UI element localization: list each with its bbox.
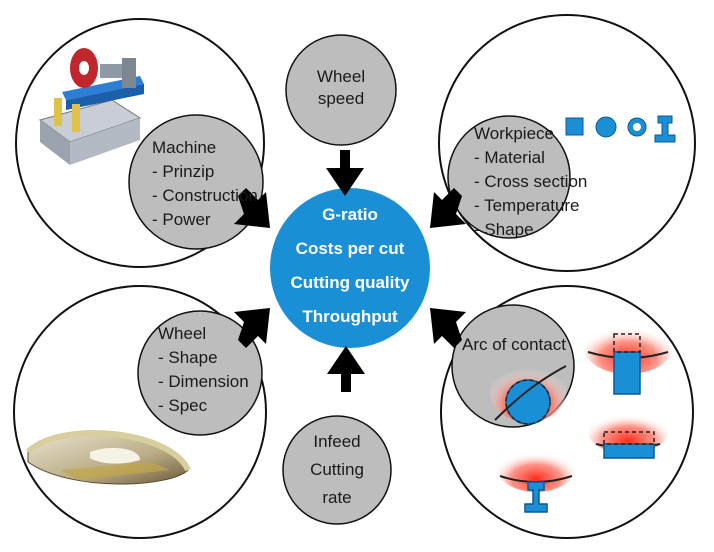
- machine-illustration: [38, 48, 144, 165]
- arrows: [234, 150, 466, 392]
- grinding-wheel-illustration: [25, 429, 191, 485]
- wheel-title: Wheel: [158, 324, 207, 343]
- workpiece-title: Workpiece: [474, 124, 554, 143]
- arc-of-contact-label: Arc of contact: [462, 335, 566, 354]
- wheel-speed-bubble: [285, 34, 397, 146]
- cross-section-icons: [565, 115, 676, 143]
- workpiece-item-shape: - Shape: [474, 220, 534, 239]
- arrow-top-right: [430, 188, 466, 228]
- center-circle: [270, 188, 430, 348]
- arrow-top-left: [234, 188, 270, 228]
- wheel-bubble: [137, 310, 263, 436]
- wheel-item-shape: - Shape: [158, 348, 218, 367]
- machine-bubble: [128, 114, 264, 250]
- arrow-top: [326, 150, 364, 196]
- center-line-4: Throughput: [302, 307, 398, 326]
- wheel-item-spec: - Spec: [158, 396, 208, 415]
- machine-item-power: - Power: [152, 210, 211, 229]
- workpiece-label: Workpiece - Material - Cross section - T…: [474, 122, 587, 242]
- infeed-bubble: [282, 415, 392, 525]
- arrow-bottom-left: [234, 308, 270, 348]
- wheel-item-dimension: - Dimension: [158, 372, 249, 391]
- center-label-group: G-ratio Costs per cut Cutting quality Th…: [270, 198, 430, 334]
- center-line-2: Costs per cut: [295, 239, 405, 258]
- square-section-icon: [565, 117, 584, 136]
- wheel-speed-label: Wheel speed: [301, 66, 381, 110]
- round-section-icon: [595, 116, 617, 138]
- machine-item-construction: - Construction: [152, 186, 258, 205]
- workpiece-item-temperature: - Temperature: [474, 196, 580, 215]
- infeed-line-2: Cutting: [310, 460, 364, 479]
- wheel-label: Wheel - Shape - Dimension - Spec: [158, 322, 249, 418]
- machine-item-prinzip: - Prinzip: [152, 162, 215, 181]
- arrow-bottom: [327, 346, 365, 392]
- center-line-3: Cutting quality: [290, 273, 410, 292]
- workpiece-bubble: [447, 115, 571, 239]
- wheel-speed-line-2: speed: [317, 89, 365, 108]
- machine-label: Machine - Prinzip - Construction - Power: [152, 136, 258, 232]
- machine-title: Machine: [152, 138, 217, 157]
- wheel-speed-line-1: Wheel: [316, 67, 366, 86]
- workpiece-item-material: - Material: [474, 148, 545, 167]
- infeed-label: Infeed Cutting rate: [297, 428, 377, 512]
- rail-section-icon: [654, 115, 676, 143]
- arrow-bottom-right: [430, 308, 466, 348]
- workpiece-item-cross-section: - Cross section: [474, 172, 588, 191]
- infeed-line-3: rate: [322, 488, 352, 507]
- center-line-1: G-ratio: [322, 205, 378, 224]
- infeed-line-1: Infeed: [313, 432, 361, 451]
- contact-arc-illustrations: [490, 322, 672, 513]
